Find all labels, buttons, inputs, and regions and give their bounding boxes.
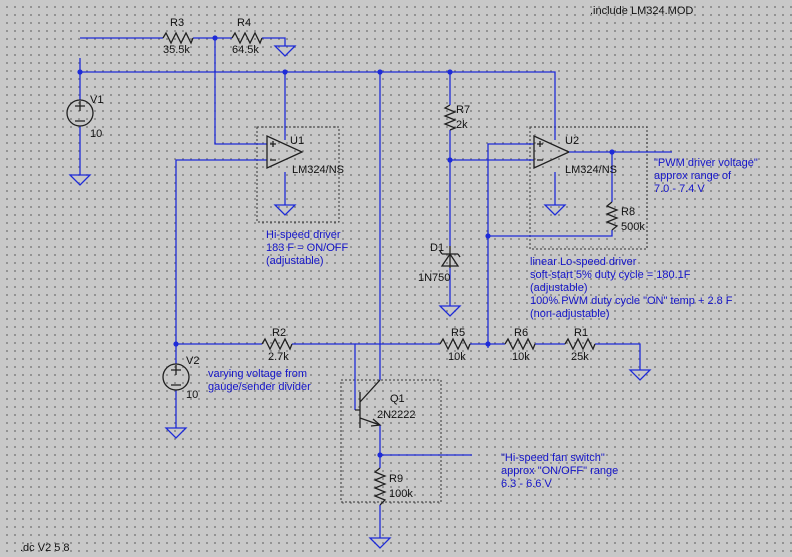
v1-value: 10 (90, 128, 102, 140)
labels: .include LM324.MOD .dc V2 5 8 R3 35.5k R… (20, 5, 693, 554)
resistor-r1 (564, 337, 596, 351)
voltage-source-v1 (66, 99, 94, 127)
fan-note-line-3: 6.3 - 6.6 V (501, 478, 552, 490)
notes: Hi-speed driver 183 F = ON/OFF (adjustab… (208, 157, 758, 490)
lospeed-note-line-3: (adjustable) (530, 282, 587, 294)
r8-name: R8 (621, 206, 635, 218)
r6-name: R6 (514, 327, 528, 339)
hispeed-note-line-1: Hi-speed driver (266, 229, 341, 241)
resistor-r3 (162, 31, 194, 45)
transistor-q1 (355, 379, 382, 428)
zener-d1 (439, 246, 461, 268)
resistor-r7 (443, 104, 457, 131)
ground-symbols (68, 45, 652, 549)
r7-value: 2k (456, 119, 468, 131)
gauge-note-line-1: varying voltage from (208, 368, 307, 380)
r9-name: R9 (389, 473, 403, 485)
u1-name: U1 (290, 135, 304, 147)
junction-dots (77, 35, 615, 458)
resistor-r4 (231, 31, 263, 45)
resistor-r8 (605, 201, 619, 231)
pwm-note-line-3: 7.0 - 7.4 V (654, 183, 705, 195)
r4-value: 64.5k (232, 44, 259, 56)
r7-name: R7 (456, 104, 470, 116)
analysis-directive: .dc V2 5 8 (20, 542, 70, 554)
u1-model: LM324/NS (292, 164, 344, 176)
u2-box (529, 126, 648, 250)
hispeed-note-line-2: 183 F = ON/OFF (266, 242, 348, 254)
r3-name: R3 (170, 17, 184, 29)
r8-value: 500k (621, 221, 645, 233)
d1-model: 1N750 (418, 272, 450, 284)
resistor-r9 (373, 467, 387, 506)
v2-value: 10 (186, 389, 198, 401)
r5-value: 10k (448, 351, 466, 363)
r1-name: R1 (574, 327, 588, 339)
r2-name: R2 (272, 327, 286, 339)
r5-name: R5 (451, 327, 465, 339)
resistor-r5 (439, 337, 471, 351)
v1-name: V1 (90, 94, 103, 106)
subcircuit-boxes (256, 126, 648, 503)
include-directive: .include LM324.MOD (590, 5, 693, 17)
q1-name: Q1 (390, 393, 405, 405)
r3-value: 35.5k (163, 44, 190, 56)
resistor-r2 (261, 337, 293, 351)
r4-name: R4 (237, 17, 251, 29)
q1-box (340, 379, 442, 503)
opamp-u1 (266, 134, 304, 170)
resistor-r6 (504, 337, 536, 351)
wires (79, 37, 672, 538)
pwm-note-line-1: "PWM driver voltage" (654, 157, 758, 169)
lospeed-note-line-4: 100% PWM duty cycle "ON" temp + 2.8 F (530, 295, 733, 307)
gauge-note-line-2: gauge/sender divider (208, 381, 311, 393)
voltage-source-v2 (162, 363, 190, 391)
u2-name: U2 (565, 135, 579, 147)
fan-note-line-1: "Hi-speed fan switch" (501, 452, 605, 464)
d1-name: D1 (430, 242, 444, 254)
u1-box (256, 126, 340, 223)
lospeed-note-line-5: (non-adjustable) (530, 308, 610, 320)
lospeed-note-line-1: linear Lo-speed driver (530, 256, 637, 268)
pwm-note-line-2: approx range of (654, 170, 732, 182)
u2-model: LM324/NS (565, 164, 617, 176)
r1-value: 25k (571, 351, 589, 363)
opamp-u2 (533, 134, 612, 170)
v2-name: V2 (186, 355, 199, 367)
hispeed-note-line-3: (adjustable) (266, 255, 323, 267)
r6-value: 10k (512, 351, 530, 363)
q1-model: 2N2222 (377, 409, 416, 421)
lospeed-note-line-2: soft-start 5% duty cycle = 180.1F (530, 269, 691, 281)
fan-note-line-2: approx "ON/OFF" range (501, 465, 618, 477)
r9-value: 100k (389, 488, 413, 500)
r2-value: 2.7k (268, 351, 289, 363)
